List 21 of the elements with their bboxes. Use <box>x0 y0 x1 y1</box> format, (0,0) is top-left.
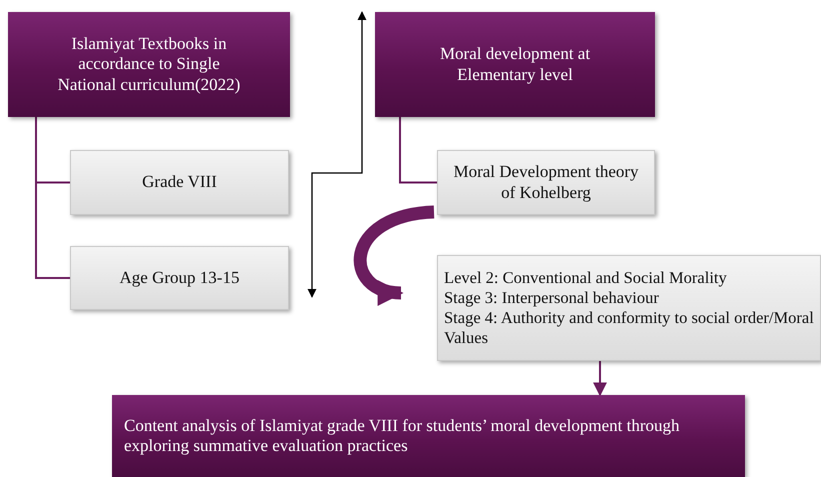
curved-arrow <box>354 206 435 304</box>
stage-text: Level 2: Conventional and Social Morality <box>444 268 728 288</box>
arrow <box>593 361 607 396</box>
outcome-box <box>112 395 745 477</box>
box-text: Age Group 13-15 <box>118 268 240 288</box>
box-text: Content analysis of Islamiyat grade VIII for students’ moral development through exploring summative evaluation practices <box>124 416 681 456</box>
info-box <box>70 246 289 310</box>
box-text: Moral development at Elementary level <box>438 44 592 85</box>
box-text: Grade VIII <box>141 172 218 193</box>
arrow <box>307 11 367 298</box>
heading-box <box>8 12 290 117</box>
stage-text: Stage 4: Authority and conformity to social order/Moral Values <box>444 308 814 348</box>
connector-line <box>35 117 70 279</box>
box-text: Islamiyat Textbooks in accordance to Single National curriculum(2022) <box>56 34 242 96</box>
stage-text: Stage 3: Interpersonal behaviour <box>444 288 660 308</box>
box-text: Moral Development theory of Kohelberg <box>452 162 640 203</box>
stage-box <box>437 255 821 361</box>
info-box <box>437 150 655 215</box>
info-box <box>70 150 289 215</box>
connector-line <box>399 117 437 184</box>
heading-box <box>375 12 655 117</box>
